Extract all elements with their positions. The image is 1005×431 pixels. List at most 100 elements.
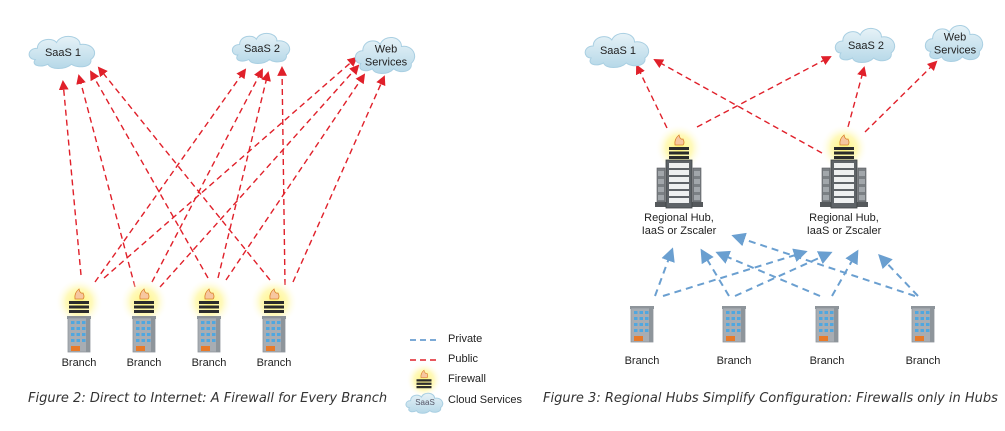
fig3-regional-hub: Regional Hub,IaaS or Zscaler [807,124,882,237]
fig2-cloud-saas1: SaaS 1 [28,35,95,69]
fig3-branch: Branch [625,306,659,367]
fig3-link-branch2-to-hub1 [831,249,859,297]
figure2-caption: Figure 2: Direct to Internet: A Firewall… [28,391,388,406]
building-window [271,321,275,324]
server-drive [669,198,689,203]
building-window [830,329,834,332]
fig3-cloud-saas2: SaaS 2 [834,28,896,63]
fig2-branch: Branch [55,278,103,369]
building-window [737,329,741,332]
building-window [926,323,930,326]
server-slot [823,195,829,200]
building-window [915,311,919,314]
legend-cloud-text: SaaS [415,398,435,407]
firewall-brick-row [199,301,219,304]
firewall-icon [55,278,103,326]
legend-cloud-icon: SaaS [405,392,444,414]
fig3-branch: Branch [810,306,845,367]
server-slot [658,171,664,176]
building-side [86,318,90,352]
server-drive [669,177,689,182]
building-window [141,339,145,342]
legend-label-firewall: Firewall [448,373,486,385]
fig2-link-branch3-to-web [292,75,386,283]
flame-icon [674,134,685,146]
legend-label-private: Private [448,333,483,345]
firewall-icon [250,278,298,326]
building-window [726,317,730,320]
fig2-cloud-saas1-label: SaaS 1 [45,47,81,59]
fig3-link-branch1-to-hub0 [700,248,730,297]
building-window [926,311,930,314]
building-window [271,327,275,330]
flame-icon [204,288,215,300]
hub-label: Regional Hub, [809,212,879,224]
building-window [206,321,210,324]
branch-building [132,316,156,353]
building-window [824,317,828,320]
fig2-cloud-saas2: SaaS 2 [231,32,291,64]
building-window [266,327,270,330]
branch-building [197,316,221,353]
building-window [634,323,638,326]
server-drive [834,177,854,182]
firewall-icon [406,362,442,398]
hub-label: IaaS or Zscaler [807,225,882,237]
building-window [271,339,275,342]
branch-label: Branch [810,355,845,367]
firewall-brick-row [669,147,689,150]
fig2-link-branch2-to-saas1 [90,70,209,279]
building-window [141,321,145,324]
building-window [201,333,205,336]
server-slot [859,195,865,200]
firewall-brick-row [416,379,432,382]
firewall-icon [185,278,233,326]
firewall-brick-row [264,301,284,304]
building-window [136,333,140,336]
building-window [212,333,216,336]
fig2-cloud-saas2-label: SaaS 2 [244,43,280,55]
flame-icon [139,288,150,300]
building-window [726,323,730,326]
branch-building [67,316,91,353]
building-door [634,336,643,341]
firewall-brick-row [69,310,89,313]
building-window [277,321,281,324]
branch-label: Branch [906,355,941,367]
server-slot [694,179,700,184]
building-door [136,346,145,351]
building-window [76,327,80,330]
server-slot [859,179,865,184]
hub-label: Regional Hub, [644,212,714,224]
server-slot [694,171,700,176]
building-window [212,339,216,342]
building-window [277,339,281,342]
building-window [76,339,80,342]
building-window [212,321,216,324]
building-window [277,327,281,330]
branch-label: Branch [717,355,752,367]
building-window [71,339,75,342]
building-side [216,318,220,352]
fig2-cloud-web-label: Services [365,57,408,69]
building-window [920,317,924,320]
server-slot [823,171,829,176]
building-side [281,318,285,352]
firewall-brick-row [199,310,219,313]
hub-server [820,159,868,209]
building-window [737,317,741,320]
building-roof [132,316,156,319]
firewall-brick-row [134,305,154,309]
cloud-icon [924,25,984,63]
firewall-brick-row [264,305,284,309]
fig2-link-branch1-to-saas1 [76,74,136,288]
building-roof [911,306,935,309]
building-window [147,333,151,336]
cloud-icon [354,37,416,75]
hub-server [655,159,703,209]
server-drive [834,170,854,175]
building-door [726,336,735,341]
building-window [915,329,919,332]
